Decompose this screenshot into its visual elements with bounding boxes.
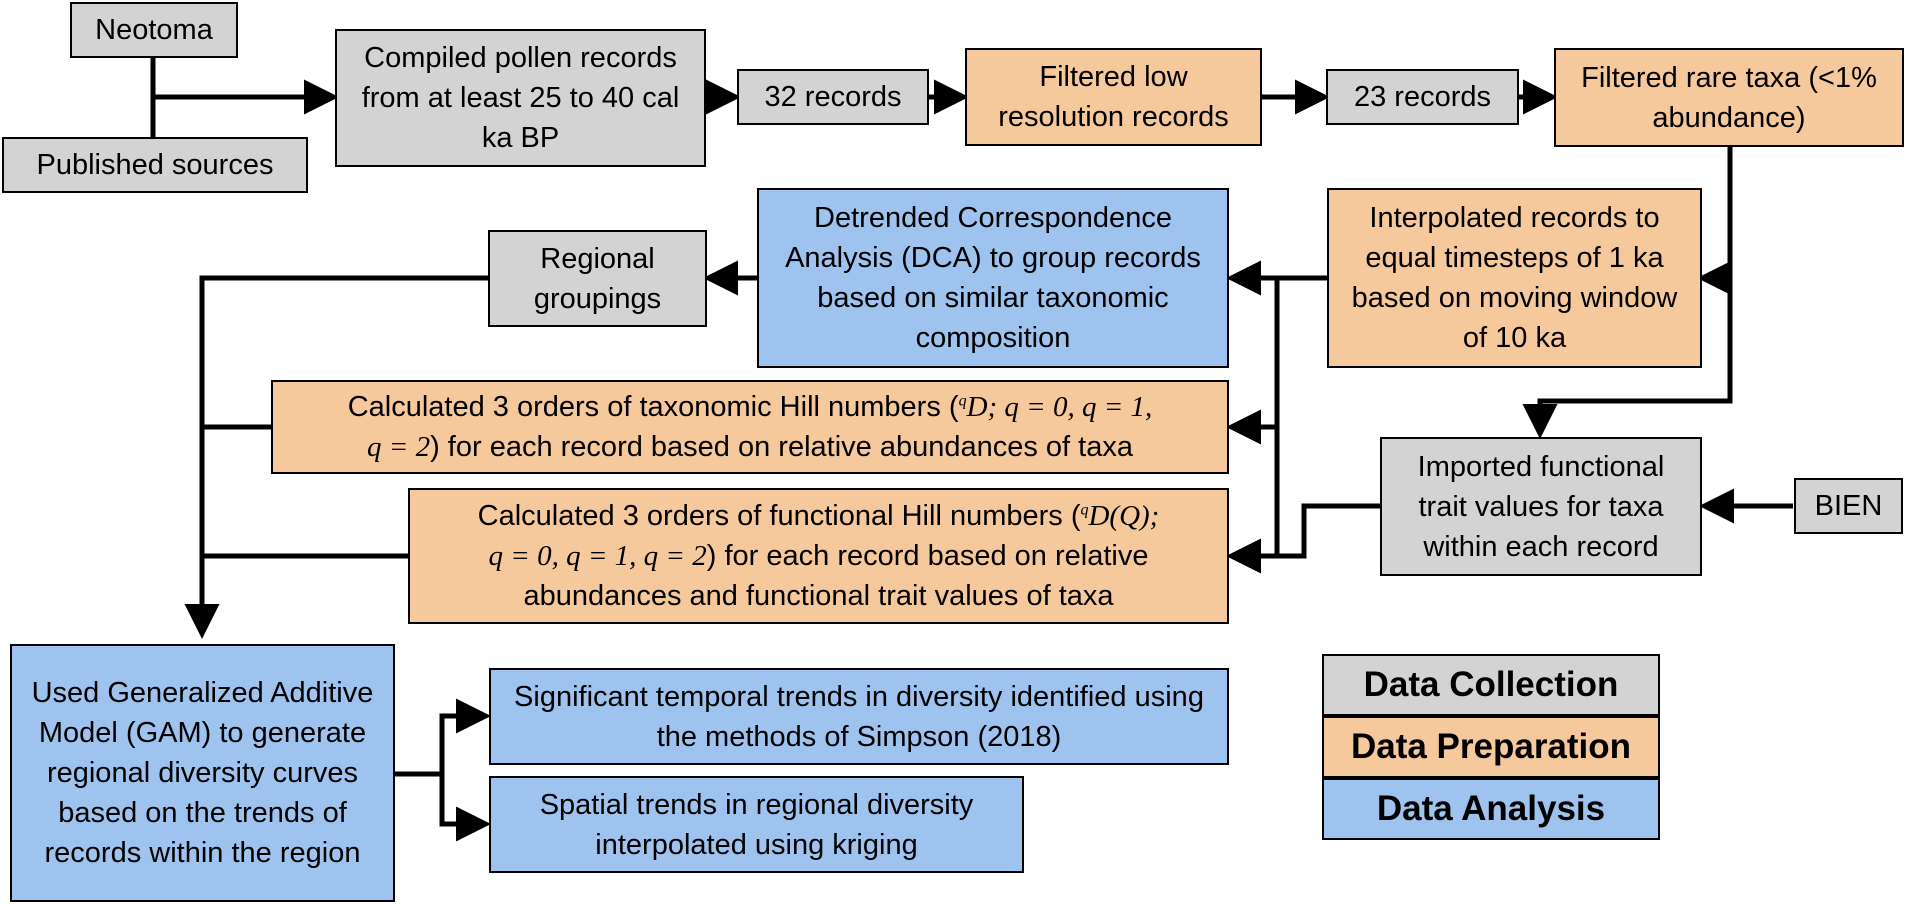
legend: Data Collection Data Preparation Data An… [1322,654,1660,840]
published-sources-label: Published sources [36,149,274,181]
gam-box: Used Generalized Additive Model (GAM) to… [10,644,395,902]
taxonomic-hill-math2: q = 2 [367,431,431,463]
dca-box: Detrended Correspondence Analysis (DCA) … [757,188,1229,368]
functional-hill-math2: q = 0, q = 1, q = 2 [488,540,707,572]
functional-hill-numbers-label: Calculated 3 orders of functional Hill n… [424,496,1214,616]
gam-to-spatial-arrow [439,774,491,842]
neotoma-box: Neotoma [70,2,238,58]
taxonomic-hill-math1: D; q = 0, q = 1, [966,391,1153,423]
published-sources-box: Published sources [2,137,308,193]
interpolated-records-label: Interpolated records to equal timesteps … [1351,202,1678,354]
compiled-records-box: Compiled pollen records from at least 25… [335,29,706,167]
taxonomic-hill-numbers-label: Calculated 3 orders of taxonomic Hill nu… [348,387,1153,467]
filtered-rare-taxa-label: Filtered rare taxa (<1% abundance) [1581,61,1877,134]
records-32-box: 32 records [737,69,929,125]
functional-hill-post: ) for each record based on relative abun… [523,540,1149,612]
functional-hill-pre: Calculated 3 orders of functional Hill n… [477,500,1081,532]
records-32-label: 32 records [764,81,902,113]
compiled-records-label: Compiled pollen records from at least 25… [361,42,680,154]
rare-to-imported-arrow [1522,278,1733,439]
legend-data-preparation: Data Preparation [1322,716,1660,778]
bien-box: BIEN [1794,478,1903,534]
regional-groupings-label: Regional groupings [533,242,662,315]
spatial-trends-box: Spatial trends in regional diversity int… [489,776,1024,873]
filtered-low-resolution-label: Filtered low resolution records [998,61,1229,133]
filtered-low-resolution-box: Filtered low resolution records [965,48,1262,146]
records-23-box: 23 records [1326,69,1519,125]
gam-label: Used Generalized Additive Model (GAM) to… [31,677,374,869]
imported-to-functional-arrow [1226,503,1380,574]
taxonomic-hill-post: ) for each record based on relative abun… [430,431,1133,463]
regional-groupings-box: Regional groupings [488,230,707,327]
rare-to-interpolated-arrow [1697,147,1733,296]
legend-data-analysis-label: Data Analysis [1376,789,1606,828]
records-23-label: 23 records [1353,81,1491,113]
significant-trends-label: Significant temporal trends in diversity… [514,680,1204,753]
functional-hill-math1: D(Q); [1088,500,1160,532]
functional-hill-sup: q [1080,501,1089,519]
legend-data-collection: Data Collection [1322,654,1660,716]
spatial-trends-label: Spatial trends in regional diversity int… [539,788,974,861]
imported-trait-values-label: Imported functional trait values for tax… [1417,450,1665,563]
legend-data-preparation-label: Data Preparation [1350,727,1632,766]
neotoma-label: Neotoma [95,14,213,46]
significant-trends-box: Significant temporal trends in diversity… [489,668,1229,765]
gam-to-significant-arrow [439,698,491,774]
taxonomic-hill-pre: Calculated 3 orders of taxonomic Hill nu… [347,391,959,423]
imported-trait-values-box: Imported functional trait values for tax… [1380,437,1702,576]
functional-hill-numbers-box: Calculated 3 orders of functional Hill n… [408,488,1229,624]
interpolated-records-box: Interpolated records to equal timesteps … [1327,188,1702,368]
taxonomic-hill-numbers-box: Calculated 3 orders of taxonomic Hill nu… [271,380,1229,474]
legend-data-collection-label: Data Collection [1363,665,1619,704]
dca-label: Detrended Correspondence Analysis (DCA) … [785,202,1201,354]
taxonomic-hill-sup: q [958,392,967,410]
regional-collector [184,275,488,639]
filtered-rare-taxa-box: Filtered rare taxa (<1% abundance) [1554,48,1904,147]
legend-data-analysis: Data Analysis [1322,778,1660,840]
bien-label: BIEN [1814,490,1883,522]
